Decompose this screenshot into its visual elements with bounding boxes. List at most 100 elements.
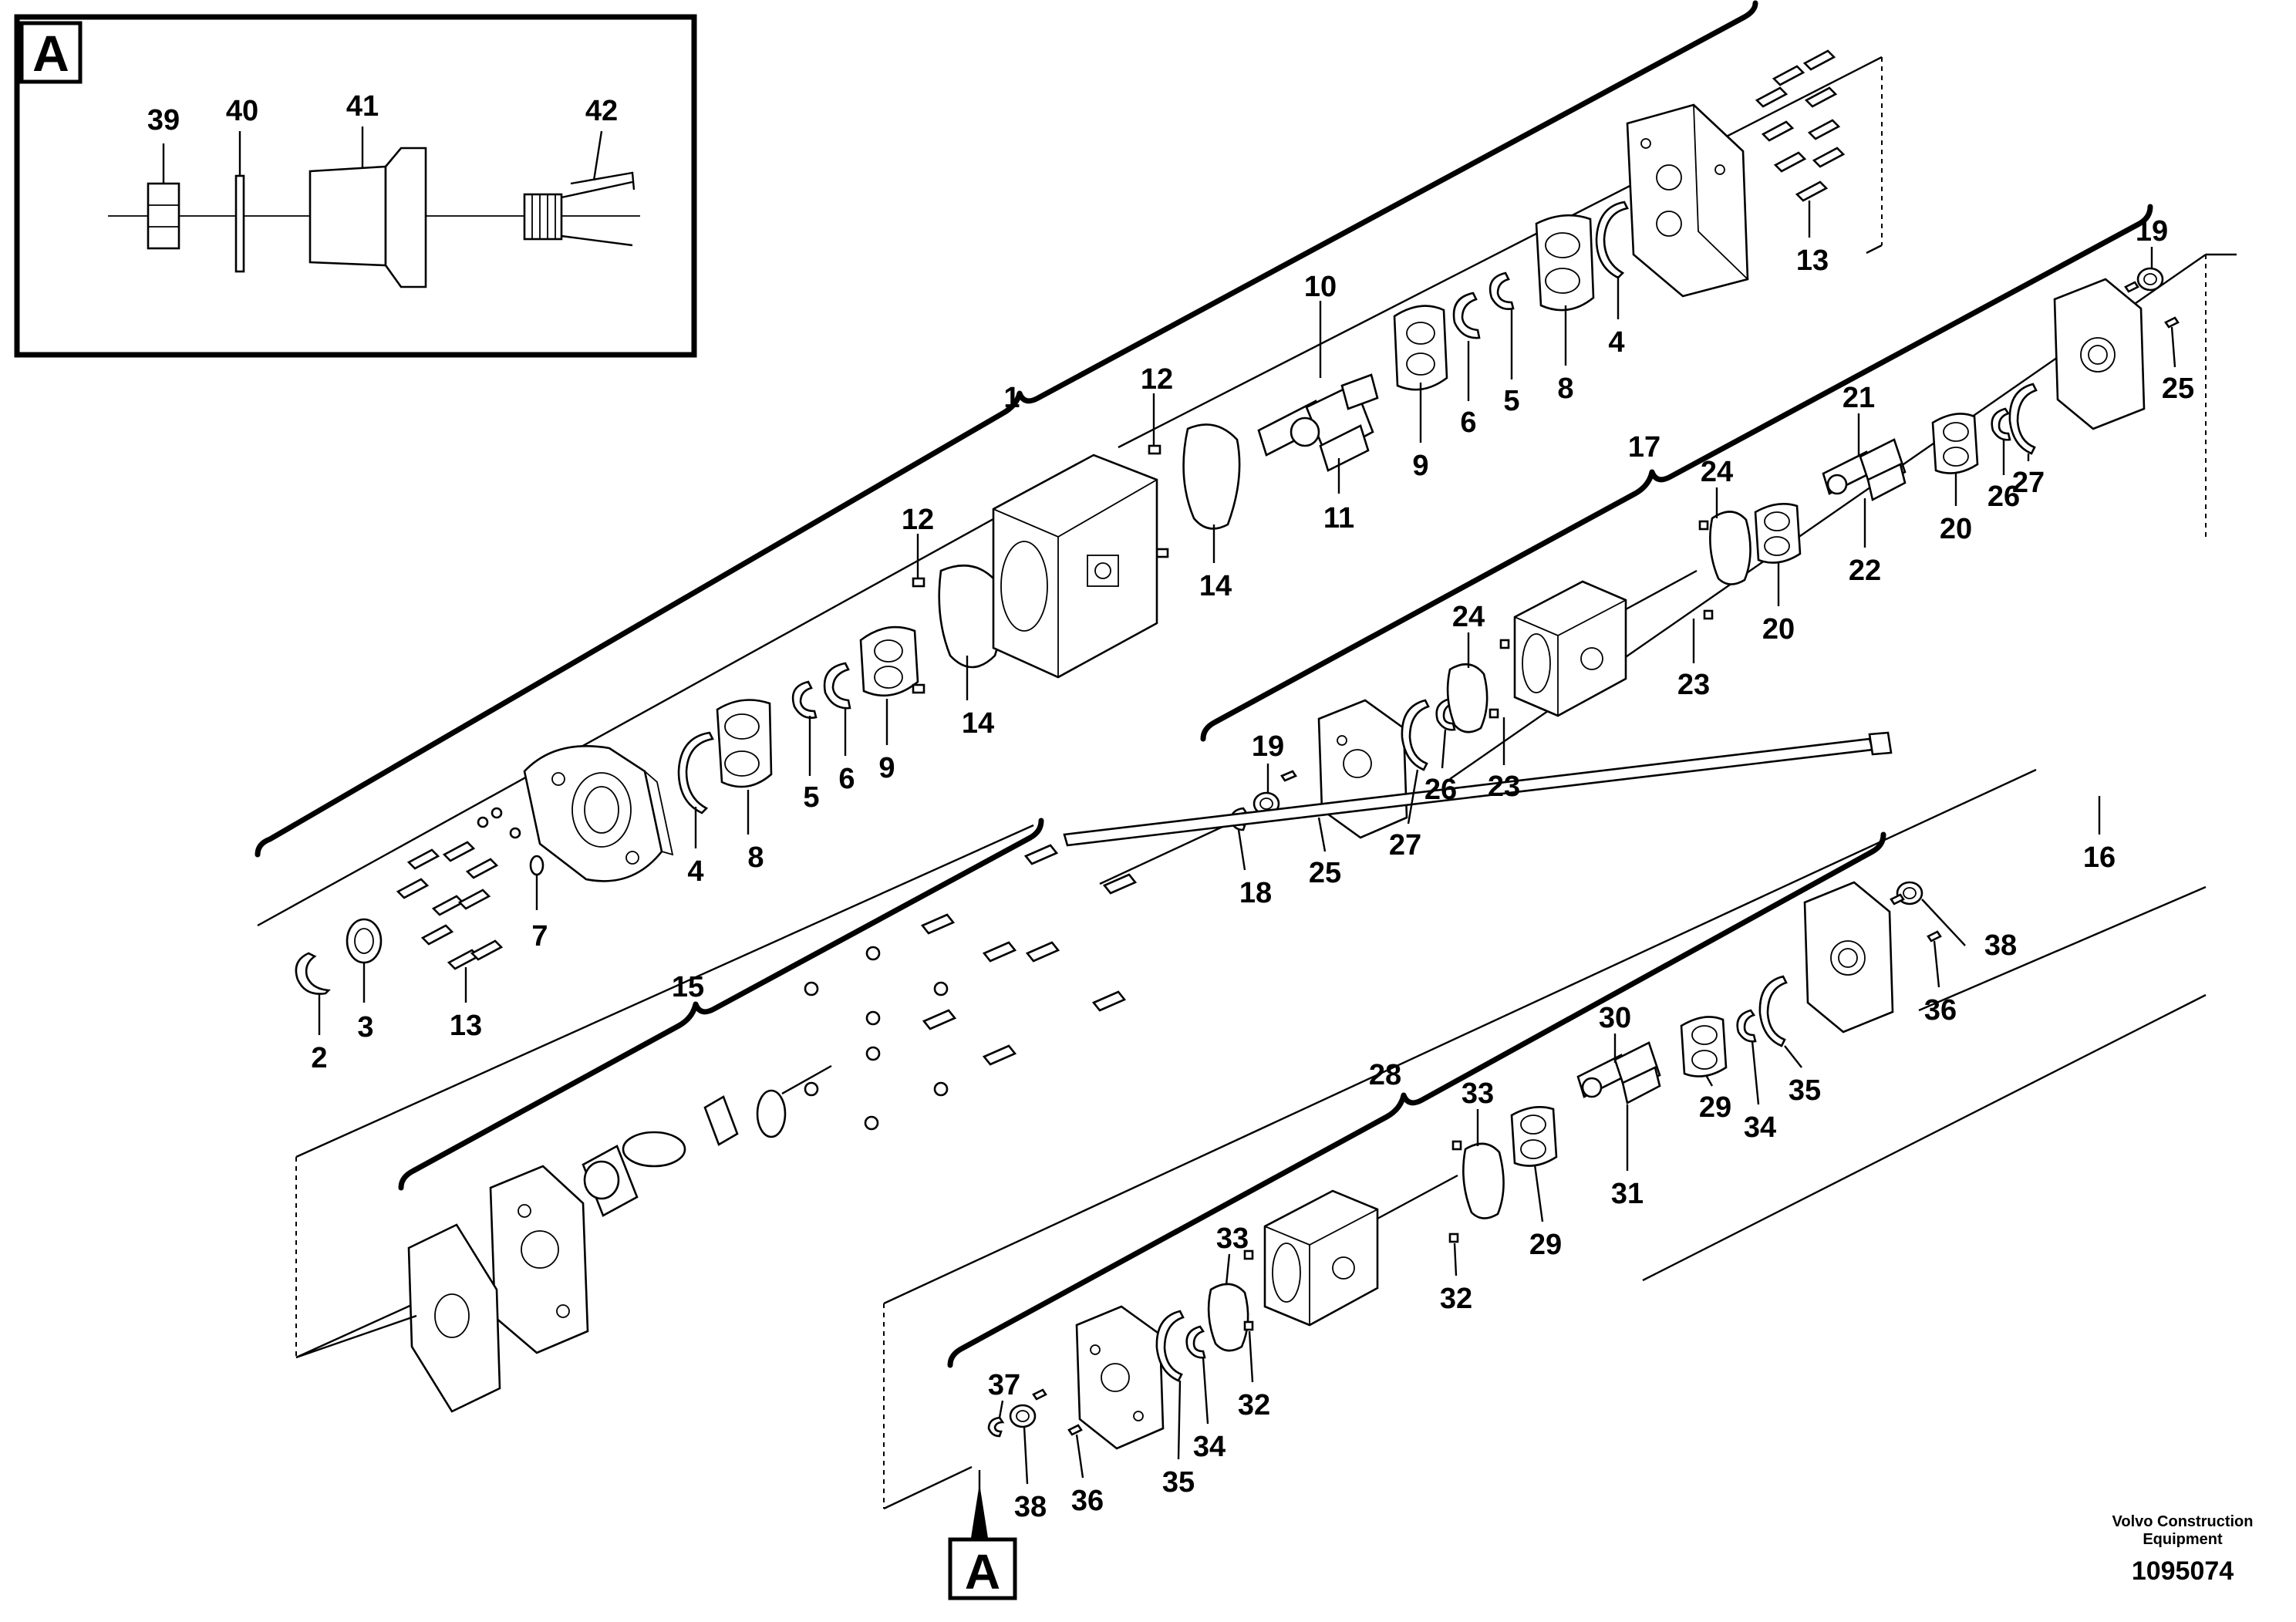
brace-1: [255, 0, 1758, 858]
callout-23b: 23: [1488, 771, 1520, 803]
front-cover-lower: [1075, 1305, 1165, 1450]
callout-35: 35: [1789, 1074, 1821, 1107]
o-ring-24-front: [1446, 663, 1489, 733]
callout-24b: 24: [1452, 601, 1485, 633]
callout-33b: 33: [1216, 1222, 1249, 1255]
gear-shafts-21-22: [1822, 438, 1907, 501]
callout-13b: 13: [1796, 244, 1829, 277]
bearing-block-8-rear: [1535, 214, 1595, 312]
brace-28: [947, 831, 1886, 1368]
detail-a-panel: A 39 40: [14, 14, 697, 358]
seal-5-rear: [1489, 271, 1515, 310]
o-ring-33-rear: [1462, 1142, 1505, 1219]
callout-30: 30: [1599, 1002, 1631, 1034]
circlip-35-rear: [1758, 975, 1788, 1047]
callout-40: 40: [226, 95, 258, 127]
washer-40: [234, 174, 245, 273]
seal-26-rear: [1991, 407, 2011, 441]
callout-29: 29: [1529, 1229, 1562, 1261]
company-name-line1: Volvo Construction: [2112, 1513, 2254, 1530]
seal-34-front: [1185, 1325, 1206, 1359]
callout-12b: 12: [1141, 363, 1173, 396]
gear-shafts-10-11: [1257, 373, 1379, 472]
callout-16: 16: [2083, 841, 2116, 874]
callout-35b: 35: [1162, 1466, 1195, 1499]
drawing-number: 1095074: [2131, 1556, 2234, 1586]
front-cover-middle: [1317, 699, 1408, 839]
callout-25: 25: [1309, 857, 1341, 889]
plate-9-rear: [1393, 305, 1448, 391]
gasket-plate: [407, 1223, 501, 1413]
callout-10: 10: [1304, 271, 1337, 303]
callout-28: 28: [1369, 1059, 1401, 1091]
seal-5-front: [791, 680, 818, 719]
snap-ring-37: [987, 1416, 1005, 1438]
callout-37: 37: [988, 1369, 1020, 1401]
fitting-41: [308, 147, 427, 288]
footer-credit: Volvo Construction Equipment 1095074: [2082, 1513, 2283, 1587]
callout-9: 9: [878, 752, 895, 784]
callout-2: 2: [311, 1042, 327, 1074]
callout-36b: 36: [1071, 1485, 1104, 1517]
callout-19: 19: [1252, 730, 1284, 763]
circlip-4-rear: [1595, 201, 1629, 279]
callout-1: 1: [1003, 382, 1020, 414]
rear-cover-lower: [1803, 881, 1894, 1034]
company-name-line2: Equipment: [2143, 1531, 2223, 1548]
callout-17: 17: [1628, 431, 1660, 464]
callout-13: 13: [450, 1010, 482, 1042]
callout-12: 12: [902, 504, 934, 536]
circlip-27-rear: [2008, 383, 2038, 455]
callout-8b: 8: [1557, 373, 1573, 405]
bearing-block-20-rear: [1931, 413, 1979, 474]
callout-41: 41: [346, 90, 379, 123]
bearing-block-20-front: [1754, 503, 1802, 564]
callout-numbers: 1 2 3 4 4 5 5 6 6 7 8 8 9 9 10 11 12 12 …: [311, 215, 2194, 1523]
callout-4b: 4: [1608, 326, 1624, 359]
callout-22: 22: [1849, 555, 1881, 587]
nut-39: [147, 182, 180, 250]
callout-15: 15: [672, 971, 704, 1003]
callout-23: 23: [1677, 669, 1710, 701]
rear-cover-middle: [2053, 278, 2146, 430]
callout-8: 8: [747, 841, 764, 874]
callout-11: 11: [1323, 502, 1354, 534]
callout-36: 36: [1924, 994, 1957, 1027]
gear-housing-middle: [1513, 580, 1627, 717]
detail-a-label: A: [32, 25, 69, 82]
callout-38b: 38: [1984, 929, 2017, 962]
callout-4: 4: [687, 855, 703, 888]
callout-42: 42: [585, 95, 618, 127]
o-ring-14-front: [938, 564, 1003, 669]
seal-6-rear: [1452, 292, 1481, 339]
tie-bolt-16: [1063, 731, 1893, 847]
assembly-braces: [255, 0, 2153, 1368]
brace-17: [1200, 204, 2153, 742]
gear-shafts-30-31: [1576, 1041, 1661, 1104]
callout-6: 6: [838, 763, 855, 795]
hose-fitting-42: [523, 171, 636, 247]
seal-6-front: [823, 662, 851, 710]
snap-ring-2: [295, 952, 331, 995]
detail-a-reference: A: [948, 1470, 1017, 1600]
callout-3: 3: [357, 1011, 373, 1044]
seal-3: [346, 918, 383, 964]
callout-18: 18: [1239, 877, 1272, 909]
bolts-13-front: [396, 841, 504, 970]
callout-14: 14: [962, 707, 994, 740]
callout-5: 5: [803, 781, 819, 814]
callout-26b: 26: [1988, 481, 2020, 513]
callout-21: 21: [1843, 382, 1875, 414]
detail-callouts: 39 40 41 42: [147, 90, 618, 184]
circlip-4: [677, 731, 714, 814]
callout-34: 34: [1744, 1111, 1776, 1144]
callout-38: 38: [1014, 1491, 1047, 1523]
callout-31: 31: [1611, 1178, 1644, 1210]
callout-27: 27: [1389, 829, 1421, 862]
circlip-27-front: [1401, 699, 1430, 771]
callout-6b: 6: [1460, 406, 1476, 439]
callout-39: 39: [147, 104, 180, 137]
callout-19b: 19: [2136, 215, 2168, 248]
lower-pump-parts: [987, 881, 1942, 1450]
